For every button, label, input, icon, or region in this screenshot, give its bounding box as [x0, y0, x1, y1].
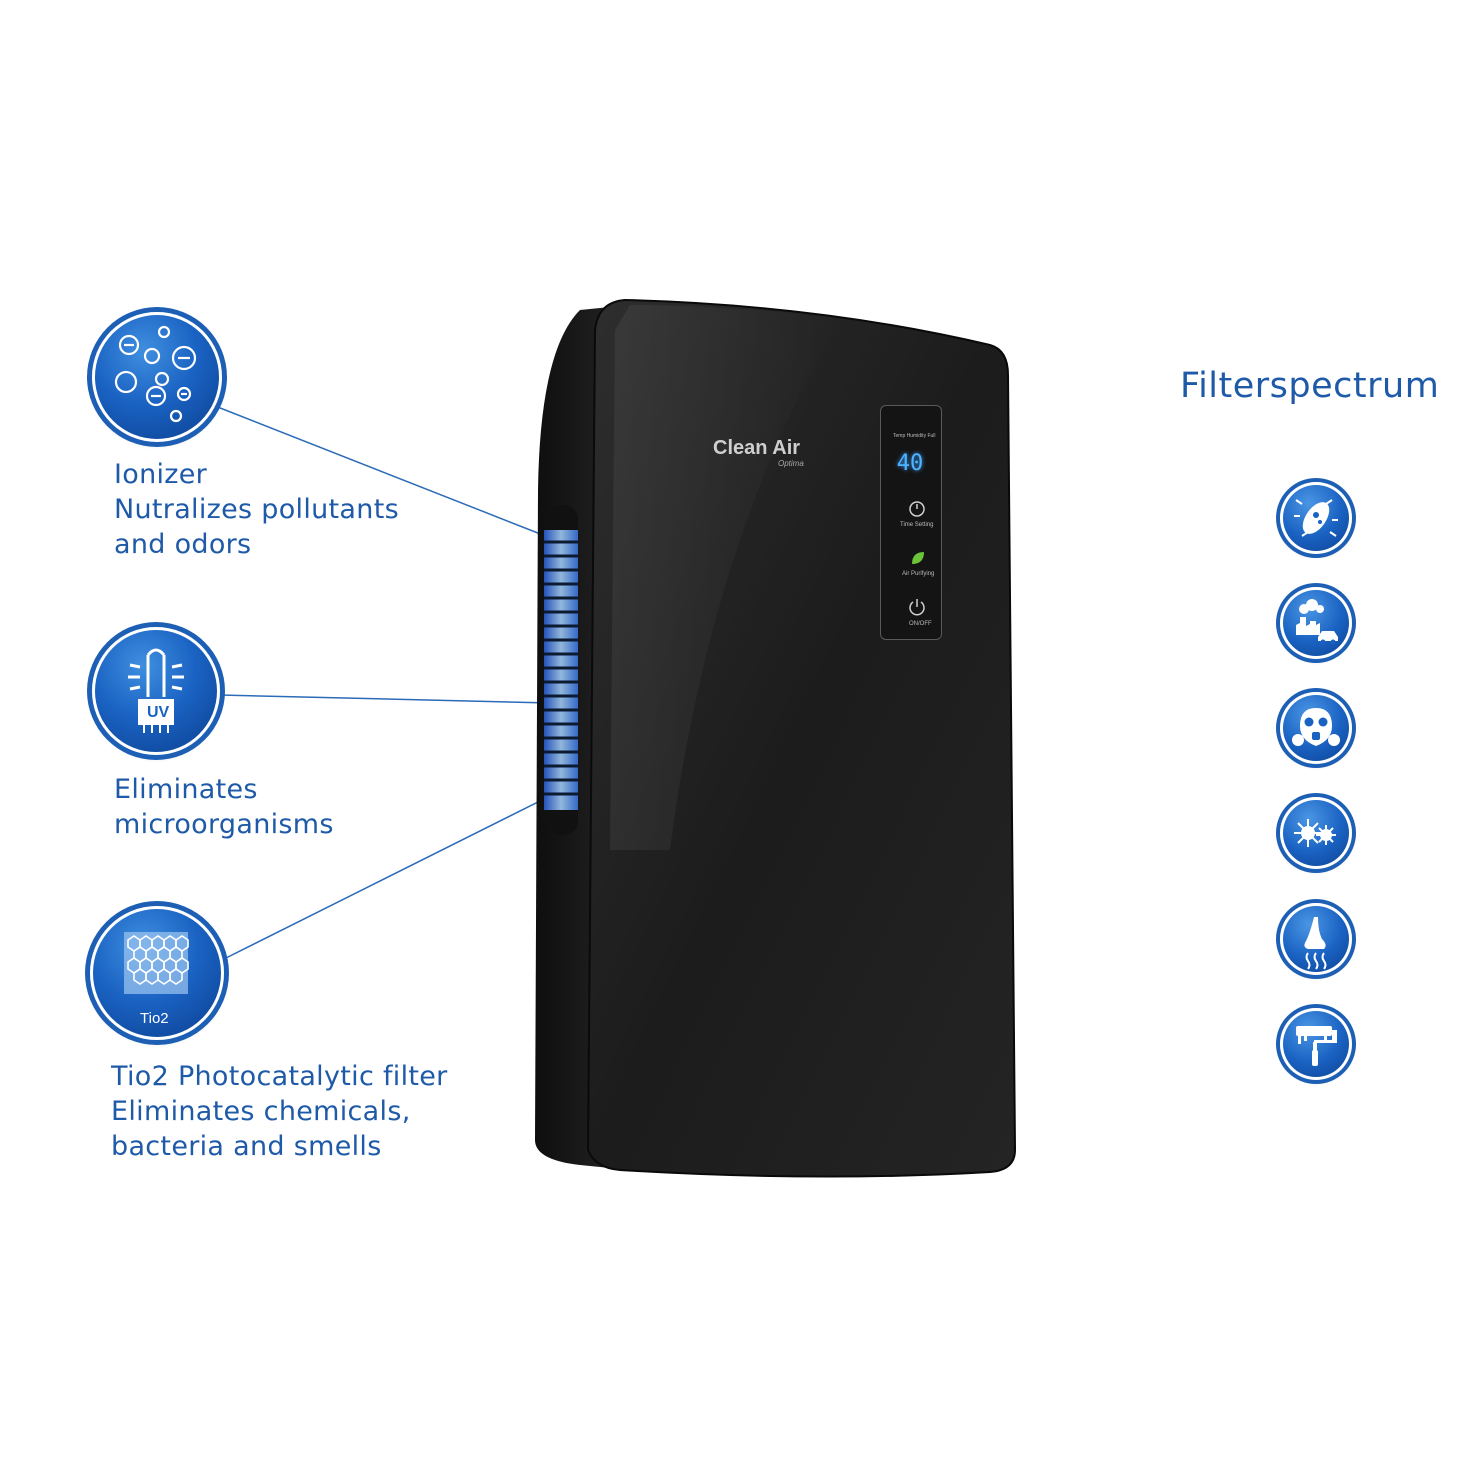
brand-logo: Clean Air [713, 437, 801, 459]
feature-line: Nutralizes pollutants [114, 494, 399, 525]
allergen-spores-icon [1280, 797, 1352, 869]
tio2-badge-label: Tio2 [140, 1010, 169, 1027]
power-icon[interactable] [906, 596, 928, 618]
tio2-text: Tio2 Photocatalytic filter Eliminates ch… [111, 1059, 448, 1164]
filterspectrum-title: Filterspectrum [1180, 366, 1440, 406]
time-setting-label: Time Setting [900, 522, 934, 528]
humidity-display: 40 [896, 451, 924, 476]
air-purifier-device [535, 298, 1017, 1178]
control-panel [880, 405, 942, 640]
uv-badge-label: UV [147, 704, 170, 721]
panel-top-labels: Temp Humidity Full [893, 433, 936, 439]
uv-text: Eliminates microorganisms [114, 772, 334, 842]
timer-icon[interactable] [906, 498, 928, 520]
factory-car-pollution-icon [1280, 587, 1352, 659]
bacteria-icon [1280, 482, 1352, 554]
feature-line: Eliminates [114, 774, 258, 805]
feature-line: Tio2 Photocatalytic filter [111, 1061, 448, 1092]
feature-line: and odors [114, 529, 252, 560]
odor-nose-icon [1280, 903, 1352, 975]
ions-icon [92, 312, 222, 442]
ionizer-text: Ionizer Nutralizes pollutants and odors [114, 457, 399, 562]
honeycomb-filter-icon: Tio2 [90, 906, 224, 1040]
feature-line: microorganisms [114, 809, 334, 840]
gas-mask-icon [1280, 692, 1352, 764]
feature-line: Ionizer [114, 459, 208, 490]
brand-sub-logo: Optima [778, 459, 804, 468]
feature-line: bacteria and smells [111, 1131, 382, 1162]
leaf-icon[interactable] [908, 548, 928, 568]
uv-lamp-icon: UV [92, 627, 220, 755]
on-off-label: ON/OFF [909, 621, 932, 627]
paint-roller-icon [1280, 1008, 1352, 1080]
feature-line: Eliminates chemicals, [111, 1096, 411, 1127]
air-purifying-label: Air Purifying [902, 571, 935, 577]
